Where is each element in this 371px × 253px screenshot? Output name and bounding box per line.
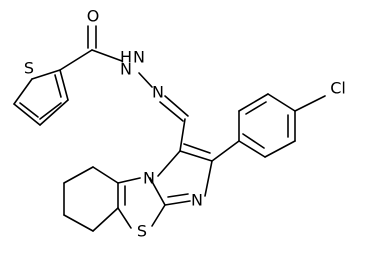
bond-carbonyl-nh: [91, 49, 123, 62]
bond-imid-n-c-inner: [167, 193, 189, 198]
bond-imid-c3-c2: [179, 150, 213, 162]
atom-hydrazide-n-upper: N: [133, 48, 145, 67]
bond-thiophene-c2-c3-inner: [54, 74, 62, 98]
bond-n-ch-1: [164, 95, 189, 117]
bond-thiophene-c3-c4: [39, 99, 69, 126]
bond-ch-c3: [179, 118, 186, 152]
bond-imid-c-nfused: [149, 177, 166, 206]
bond-ph-1: [238, 140, 266, 158]
atom-imine-n: N: [152, 83, 164, 102]
bond-thiophene-c4-c5: [13, 103, 41, 126]
bond-thiaz-s-c: [117, 207, 132, 229]
atom-hydrazide-nh-n: N: [120, 60, 132, 79]
bond-c2-carbonyl: [59, 49, 93, 71]
atom-carbonyl-oxygen: O: [87, 7, 100, 26]
bond-ph-5: [238, 93, 269, 112]
atom-thiophene-sulfur: S: [24, 59, 34, 78]
bond-thiophene-s-c2: [31, 69, 61, 80]
bonds: [13, 25, 326, 232]
bond-imid-c3-c2-inner: [183, 143, 211, 154]
bond-hex-4: [63, 214, 94, 232]
atom-thiazole-sulfur: S: [137, 222, 147, 241]
atom-hydrazide-nh-h: H: [120, 48, 132, 67]
bond-ph-1-inner: [242, 133, 265, 149]
bond-thiophene-c2-c3: [59, 69, 69, 101]
atom-fused-n: N: [143, 169, 155, 188]
bond-thiophene-c3-c4-inner: [39, 102, 62, 120]
bond-ph-4: [267, 93, 296, 112]
atom-chlorine: Cl: [330, 79, 346, 98]
bond-ph-cl: [294, 95, 326, 112]
bond-imid-c2-n: [204, 160, 213, 197]
atom-imidazole-n: N: [191, 191, 203, 210]
bond-hex-5: [92, 207, 119, 232]
bond-thiophene-s-c5: [13, 78, 33, 105]
bond-thiophene-c4-c5-inner: [19, 102, 39, 118]
bond-imid-nfused-c3: [157, 150, 181, 177]
bond-thiaz-c-s: [151, 204, 166, 227]
bond-nh-n: [138, 72, 153, 88]
bond-thiaz-c-nfused: [117, 177, 141, 184]
bond-c2-phenyl: [211, 140, 240, 162]
bond-ph-5-inner: [245, 101, 267, 115]
atom-labels: O S H N N N N N S Cl: [24, 7, 346, 241]
bond-imid-n-c: [164, 200, 191, 206]
bond-ph-2: [264, 140, 296, 158]
bond-hex-1: [92, 166, 119, 184]
bond-hex-2: [63, 166, 94, 184]
bond-n-ch-2: [159, 101, 184, 122]
